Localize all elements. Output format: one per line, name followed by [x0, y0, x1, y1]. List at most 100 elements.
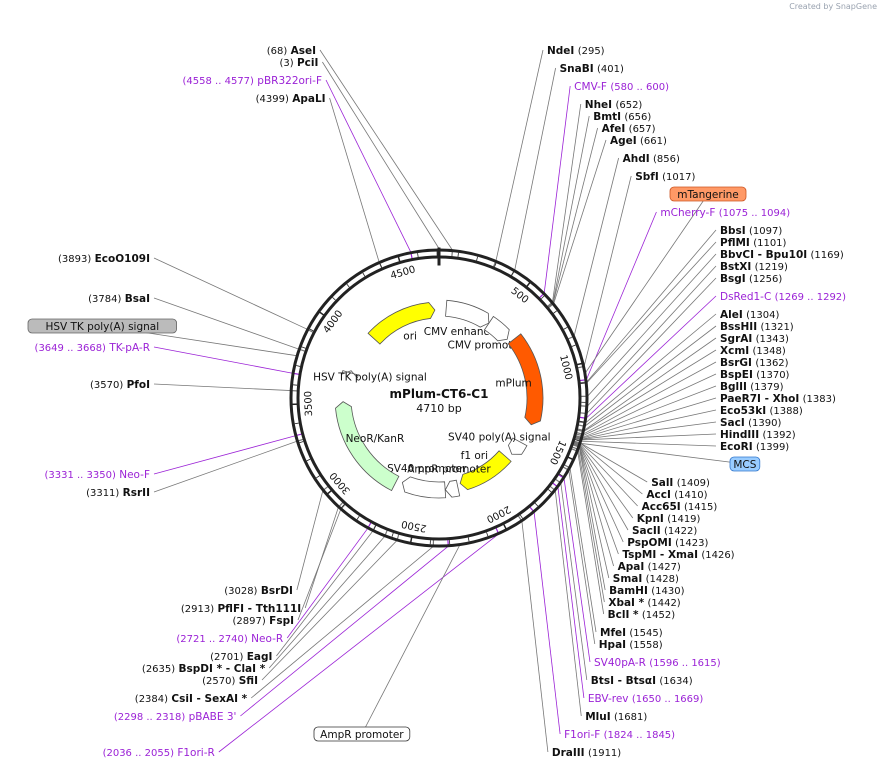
leader-line [581, 433, 717, 441]
site-name: SV40pA-R [594, 657, 646, 669]
feature-ori [367, 302, 436, 345]
leader-line [586, 265, 717, 407]
feature-neor-kanr [335, 401, 400, 492]
feature-box-label: HSV TK poly(A) signal [45, 321, 159, 333]
site-position: (1409) [677, 478, 710, 489]
leader-line [577, 449, 605, 603]
leader-line [521, 521, 549, 753]
site-position: (656) [624, 112, 651, 123]
tick-label: 4500 [389, 264, 417, 282]
site-name: AleI [720, 309, 743, 321]
site-label: KpnI (1419) [637, 513, 701, 525]
site-label: (2298 .. 2318) pBABE 3' [114, 711, 237, 723]
site-position: (1442) [647, 598, 680, 609]
leader-line [582, 361, 717, 435]
site-label: (3784) BsaI [88, 293, 150, 305]
leader-line [585, 193, 709, 374]
site-label: (3893) EcoO109I [58, 253, 150, 265]
leader-line [586, 229, 717, 383]
leader-line [579, 445, 624, 543]
site-position: (1390) [748, 418, 781, 429]
tick-label: 2500 [400, 518, 427, 534]
site-name: BsrGI [720, 357, 752, 369]
site-label: AhdI (856) [623, 153, 680, 165]
site-name: pBABE 3' [189, 711, 237, 723]
tick [559, 473, 564, 477]
site-label: CMV-F (580 .. 600) [574, 81, 669, 93]
leader-line [587, 253, 717, 397]
site-label: EcoRI (1399) [720, 441, 789, 453]
site-position: (3311) [86, 488, 119, 499]
site-name: SgrAI [720, 333, 752, 345]
site-label: PaeR7I - XhoI (1383) [720, 393, 836, 405]
site-name: DsRed1-C [720, 291, 771, 303]
feature-label-hsv-tk-poly-a-signal: HSV TK poly(A) signal [313, 371, 427, 383]
site-position: (1423) [675, 538, 708, 549]
leader-line [563, 478, 591, 663]
site-position: (1219) [755, 262, 788, 273]
site-position: (1343) [756, 334, 789, 345]
site-name: EcoO109I [95, 253, 150, 265]
site-label: (3331 .. 3350) Neo-F [44, 469, 150, 481]
site-label: SmaI (1428) [613, 573, 679, 585]
site-position: (1428) [646, 574, 679, 585]
leader-line [552, 103, 582, 303]
leader-line [582, 385, 717, 438]
site-label: (4399) ApaLI [256, 93, 326, 105]
tick [486, 532, 489, 537]
site-name: BmtI [593, 111, 621, 123]
site-position: (1101) [753, 238, 786, 249]
leader-line [325, 79, 412, 253]
site-name: Acc65I [642, 501, 681, 513]
site-label: BbvCI - Bpu10I (1169) [720, 249, 844, 261]
leader-line [581, 397, 717, 439]
leader-line [581, 409, 717, 440]
site-name: PflMI [720, 237, 750, 249]
site-label: SnaBI (401) [560, 63, 624, 75]
site-label: (4558 .. 4577) pBR322ori-F [183, 75, 322, 87]
site-name: BbvCI - Bpu10I [720, 249, 807, 261]
feature-ampr-promoter [444, 479, 461, 498]
site-name: BspDI * - ClaI * [179, 663, 266, 675]
site-label: Acc65I (1415) [642, 501, 718, 513]
site-position: (2701) [210, 652, 243, 663]
site-position: (2913) [181, 604, 214, 615]
site-position: (1383) [803, 394, 836, 405]
leader-line [582, 373, 717, 437]
site-name: BbsI [720, 225, 746, 237]
site-name: FspI [269, 615, 294, 627]
feature-label-cmv-enhancer: CMV enhancer [424, 326, 501, 338]
site-name: AseI [291, 45, 316, 57]
tick [309, 328, 314, 332]
site-label: BbsI (1097) [720, 225, 782, 237]
site-position: (3649 .. 3668) [35, 343, 107, 354]
tick [296, 365, 301, 367]
site-label: ApaI (1427) [618, 561, 681, 573]
site-label: AleI (1304) [720, 309, 779, 321]
site-position: (1075 .. 1094) [719, 208, 791, 219]
site-label: BsgI (1256) [720, 273, 782, 285]
site-label: SV40pA-R (1596 .. 1615) [594, 657, 721, 669]
site-position: (2298 .. 2318) [114, 712, 186, 723]
tick [391, 532, 394, 537]
leader-lines [102, 49, 745, 753]
site-label: BclI * (1452) [608, 609, 676, 621]
tick [540, 295, 545, 300]
leader-line [553, 139, 607, 304]
site-position: (1269 .. 1292) [775, 292, 847, 303]
tick [476, 256, 479, 261]
tick [318, 310, 326, 317]
plasmid-length: 4710 bp [416, 402, 461, 415]
leader-line [276, 530, 374, 657]
leader-line [578, 446, 614, 567]
site-label: MfeI (1545) [600, 627, 663, 639]
leader-line [577, 451, 605, 615]
feature-box-label: mTangerine [677, 189, 738, 201]
site-name: ApaI [618, 561, 645, 573]
leader-line [560, 482, 588, 681]
site-position: (1558) [629, 640, 662, 651]
leader-line [579, 443, 638, 507]
site-label: DsRed1-C (1269 .. 1292) [720, 291, 846, 303]
site-name: KpnI [637, 513, 664, 525]
site-name: PspOMI [627, 537, 672, 549]
